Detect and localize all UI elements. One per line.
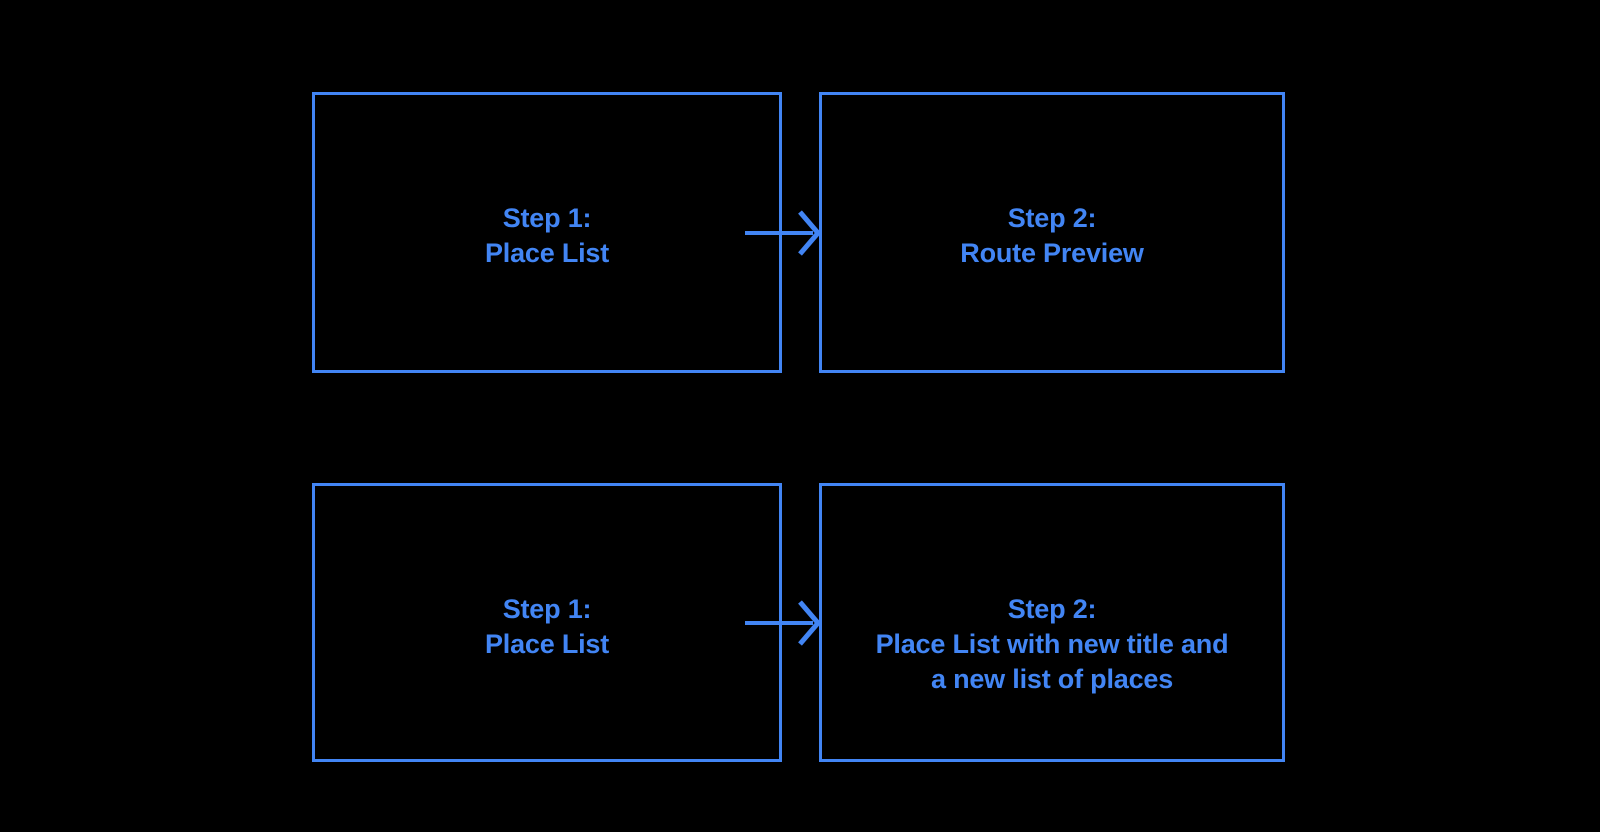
box-label-line: Step 2:	[1007, 203, 1097, 233]
flow-box-label: Step 1: Place List	[315, 201, 779, 271]
flow-box-label: Step 1: Place List	[315, 592, 779, 662]
flow-box-row2-step2: Step 2: Place List with new title and a …	[819, 483, 1285, 762]
box-label-line: Route Preview	[960, 238, 1144, 268]
right-arrow-icon	[745, 210, 821, 256]
flow-box-row1-step2: Step 2: Route Preview	[819, 92, 1285, 373]
box-label-line: Step 2:	[1007, 594, 1097, 624]
right-arrow-icon	[745, 600, 821, 646]
flow-box-label: Step 2: Place List with new title and a …	[822, 592, 1282, 697]
box-label-line: Place List with new title and	[875, 629, 1229, 659]
flow-box-row2-step1: Step 1: Place List	[312, 483, 782, 762]
box-label-line: Place List	[484, 629, 610, 659]
box-label-line: Step 1:	[502, 594, 592, 624]
box-label-line: Place List	[484, 238, 610, 268]
box-label-line: a new list of places	[930, 664, 1174, 694]
flow-box-row1-step1: Step 1: Place List	[312, 92, 782, 373]
flow-box-label: Step 2: Route Preview	[822, 201, 1282, 271]
box-label-line: Step 1:	[502, 203, 592, 233]
